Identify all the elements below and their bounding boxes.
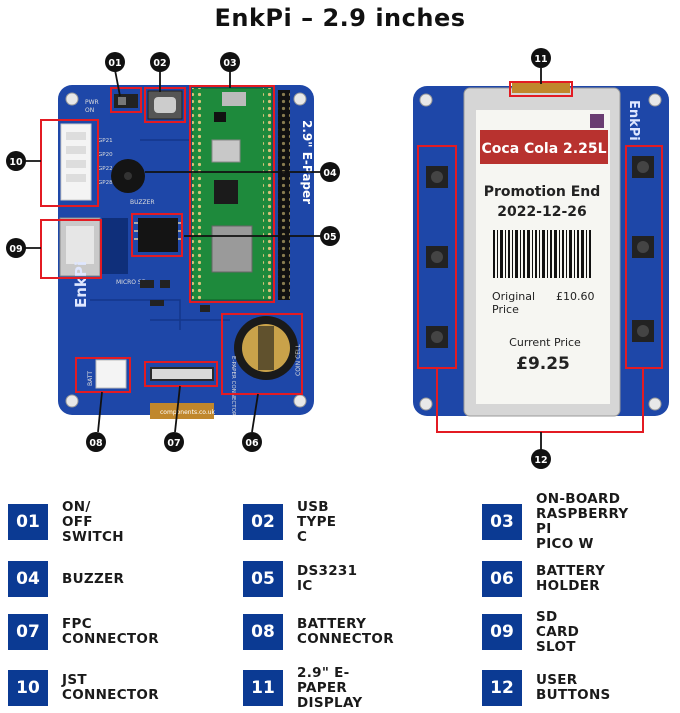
callout-09: 09 — [6, 238, 26, 258]
legend-label: HOLDER — [536, 578, 601, 594]
svg-text:08: 08 — [89, 438, 103, 449]
legend-number: 04 — [8, 561, 48, 597]
svg-text:01: 01 — [108, 58, 121, 69]
callout-badges: 01 02 03 04 05 06 07 08 09 10 11 12 — [6, 48, 551, 469]
legend-number: 12 — [482, 670, 522, 706]
legend-label: FPC CONNECTOR — [62, 616, 159, 647]
page-title: EnkPi – 2.9 inches — [214, 4, 466, 32]
front-board: PWR ON 2.9" E-Paper GP21 GP20 GP22 GP28 — [58, 85, 314, 419]
callout-12: 12 — [531, 449, 551, 469]
legend-number: 01 — [8, 504, 48, 540]
legend-label: ON-BOARD — [536, 491, 621, 507]
callout-02: 02 — [150, 52, 170, 72]
left-highlights — [40, 85, 303, 395]
gp-pin-label: GP21 — [98, 138, 113, 144]
legend-label: DS3231 IC — [297, 563, 358, 594]
legend-label: CONNECTOR — [297, 631, 394, 647]
svg-text:10: 10 — [9, 157, 23, 168]
legend-label: ON/ OFF SWITCH — [62, 498, 124, 545]
svg-text:03: 03 — [223, 58, 236, 69]
callout-11: 11 — [531, 48, 551, 68]
callout-05: 05 — [320, 226, 340, 246]
original-label-2: Price — [492, 303, 519, 316]
svg-text:07: 07 — [167, 438, 180, 449]
pwr-label: PWR — [85, 99, 99, 106]
micro-sd-label: MICRO SD — [116, 279, 147, 286]
promo-line-2: 2022-12-26 — [497, 204, 587, 220]
promo-line-1: Promotion End — [484, 184, 601, 200]
epaper-connector-label: E-PAPER CONNECTOR — [230, 356, 236, 416]
board-diagram: PWR ON 2.9" E-Paper GP21 GP20 GP22 GP28 — [6, 48, 669, 469]
legend-number: 03 — [482, 504, 522, 540]
legend-label: BATTERY — [297, 616, 367, 632]
back-board: EnkPi Coca Cola 2.25L Promotion End 2022… — [413, 83, 669, 417]
legend-number: 07 — [8, 614, 48, 650]
pico-w-module — [191, 87, 273, 301]
svg-text:04: 04 — [323, 168, 337, 179]
left-leader-lines — [24, 69, 330, 433]
callout-04: 04 — [320, 162, 340, 182]
buzzer-label: BUZZER — [130, 199, 155, 206]
svg-text:06: 06 — [245, 438, 259, 449]
original-price: £10.60 — [556, 290, 595, 303]
legend-label: 2.9" E-PAPER — [297, 664, 350, 696]
gp-pin-label: GP28 — [98, 180, 113, 186]
back-brand: EnkPi — [626, 100, 641, 141]
user-buttons-left — [426, 166, 448, 348]
barcode — [493, 230, 591, 278]
legend-number: 05 — [243, 561, 283, 597]
callout-01: 01 — [105, 52, 125, 72]
callout-10: 10 — [6, 151, 26, 171]
svg-text:09: 09 — [9, 244, 22, 255]
legend-number: 06 — [482, 561, 522, 597]
svg-text:12: 12 — [534, 455, 547, 466]
legend-number: 11 — [243, 670, 283, 706]
legend-label: RASPBERRY PI — [536, 506, 629, 537]
legend-label: BATTERY — [536, 563, 606, 579]
product-banner — [480, 130, 608, 164]
legend-label: JST CONNECTOR — [62, 672, 159, 703]
product-name: Coca Cola 2.25L — [482, 141, 607, 157]
epaper-board-label: 2.9" E-Paper — [300, 120, 314, 204]
callout-03: 03 — [220, 52, 240, 72]
website-label: components.co.uk — [160, 409, 216, 416]
svg-text:05: 05 — [323, 232, 336, 243]
on-label: ON — [85, 107, 94, 114]
legend-label: BUZZER — [62, 570, 125, 587]
current-price: £9.25 — [516, 354, 570, 374]
legend-label: PICO W — [536, 536, 594, 552]
callout-08: 08 — [86, 432, 106, 452]
gp-pin-label: GP20 — [98, 152, 113, 158]
batt-label: BATT — [87, 371, 94, 386]
legend-number: 09 — [482, 614, 522, 650]
user-buttons-right — [632, 156, 654, 342]
current-price-label: Current Price — [509, 336, 581, 349]
buttons-bracket — [436, 368, 644, 433]
callout-06: 06 — [242, 432, 262, 452]
legend-number: 08 — [243, 614, 283, 650]
legend-label: USER BUTTONS — [536, 672, 611, 703]
battery-connector — [95, 359, 127, 389]
front-brand: EnkPi — [72, 261, 90, 308]
legend-number: 10 — [8, 670, 48, 706]
gp-pin-label: GP22 — [98, 166, 113, 172]
legend-label: SD CARD — [536, 608, 580, 640]
callout-07: 07 — [164, 432, 184, 452]
legend-label: USB TYPE C — [297, 498, 337, 545]
original-label-1: Original — [492, 290, 535, 303]
coin-cell-label: COIN CELL — [295, 344, 302, 376]
legend-label: DISPLAY — [297, 694, 363, 711]
ds3231-ic — [138, 218, 178, 252]
svg-text:02: 02 — [153, 58, 166, 69]
svg-text:11: 11 — [534, 54, 547, 65]
legend-label: SLOT — [536, 638, 576, 655]
legend-number: 02 — [243, 504, 283, 540]
